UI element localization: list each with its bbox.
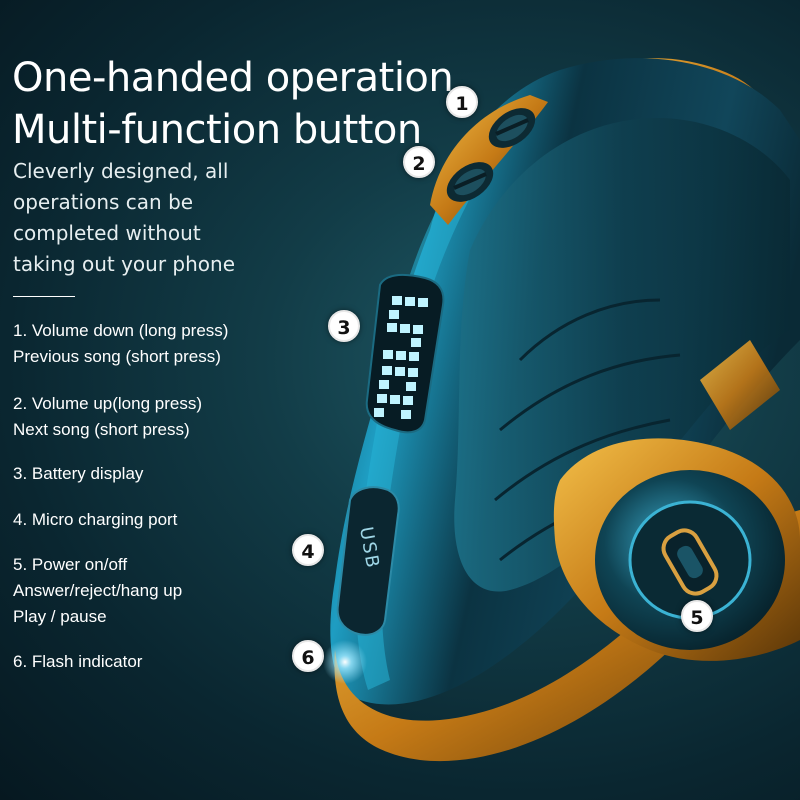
callout-marker-1: 1 <box>446 86 478 118</box>
feature-title: 4. Micro charging port <box>13 510 178 529</box>
feature-item-volume-up: 2. Volume up(long press) Next song (shor… <box>13 391 202 443</box>
feature-title: 6. Flash indicator <box>13 652 143 671</box>
feature-detail: Previous song (short press) <box>13 347 221 366</box>
feature-item-power: 5. Power on/off Answer/reject/hang up Pl… <box>13 552 182 630</box>
callout-marker-6: 6 <box>292 640 324 672</box>
divider <box>13 296 75 297</box>
headline-line-1: One-handed operation <box>12 55 454 101</box>
feature-title: 2. Volume up(long press) <box>13 394 202 413</box>
usb-charging-port: USB <box>336 486 400 636</box>
feature-detail: Play / pause <box>13 607 107 626</box>
subtitle-line: operations can be <box>13 190 194 214</box>
feature-item-volume-down: 1. Volume down (long press) Previous son… <box>13 318 228 370</box>
subtitle: Cleverly designed, all operations can be… <box>13 156 273 280</box>
callout-marker-5: 5 <box>681 600 713 632</box>
battery-display <box>365 273 445 434</box>
volume-down-button <box>488 108 536 148</box>
earbud <box>553 438 800 661</box>
feature-title: 1. Volume down (long press) <box>13 321 229 340</box>
callout-marker-4: 4 <box>292 534 324 566</box>
volume-up-button <box>446 162 494 202</box>
headline-line-2: Multi-function button <box>12 107 422 153</box>
feature-item-flash-indicator: 6. Flash indicator <box>13 649 142 675</box>
feature-title: 3. Battery display <box>13 464 144 483</box>
feature-detail: Next song (short press) <box>13 420 190 439</box>
feature-item-battery-display: 3. Battery display <box>13 461 143 487</box>
subtitle-line: taking out your phone <box>13 252 235 276</box>
subtitle-line: Cleverly designed, all <box>13 159 229 183</box>
flash-indicator <box>323 640 367 684</box>
feature-item-charging-port: 4. Micro charging port <box>13 507 177 533</box>
feature-title: 5. Power on/off <box>13 555 128 574</box>
feature-detail: Answer/reject/hang up <box>13 581 183 600</box>
callout-marker-3: 3 <box>328 310 360 342</box>
headline: One-handed operation Multi-function butt… <box>12 52 454 156</box>
subtitle-line: completed without <box>13 221 201 245</box>
callout-marker-2: 2 <box>403 146 435 178</box>
